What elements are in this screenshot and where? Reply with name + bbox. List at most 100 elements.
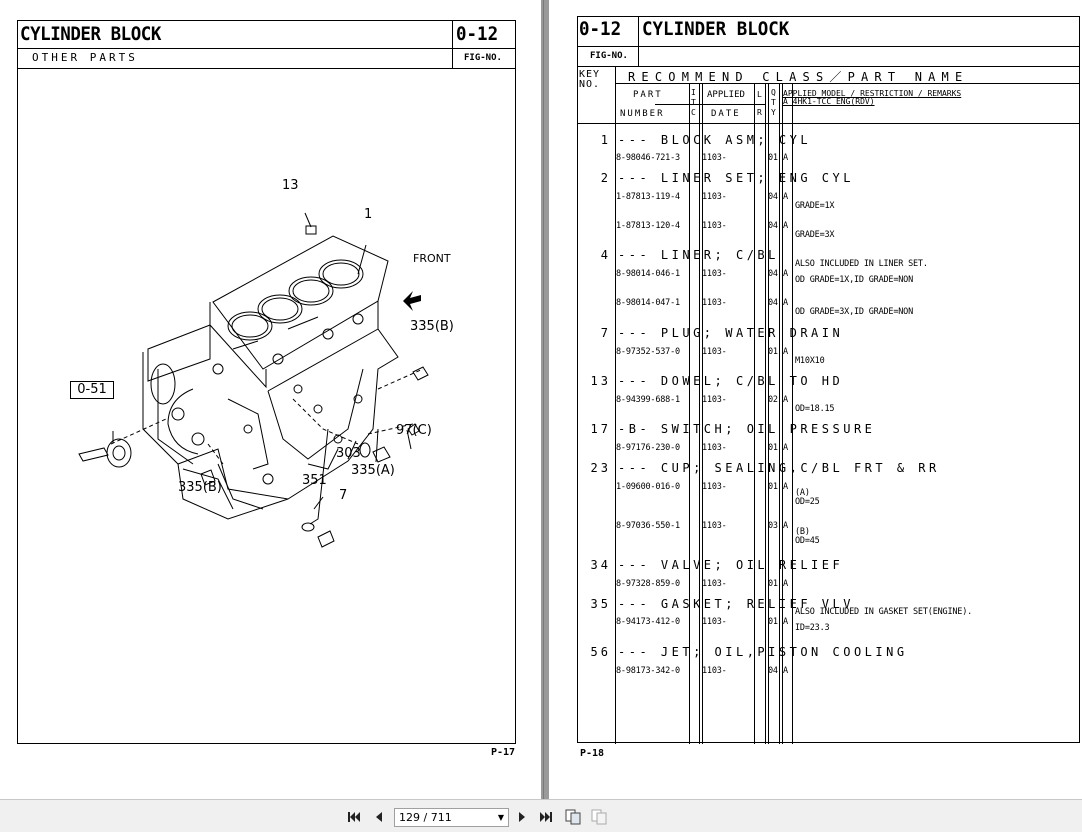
- quantity: 01: [768, 617, 778, 627]
- part-name: --- GASKET; RELIEF VLV: [618, 597, 854, 611]
- applied-date: 1103-: [702, 269, 727, 279]
- remark-text: OD=45: [795, 536, 820, 546]
- callout-335b-bottom: 335(B): [178, 480, 222, 495]
- column-divider: [754, 84, 755, 744]
- quantity: 04: [768, 221, 778, 231]
- model-code: A: [783, 666, 788, 676]
- remark-text: OD=18.15: [795, 404, 835, 414]
- key-number: 23: [590, 461, 611, 475]
- model-code: A: [783, 192, 788, 202]
- page-title: CYLINDER BLOCK: [20, 23, 161, 45]
- applied-date: 1103-: [702, 617, 727, 627]
- header-divider: [18, 48, 515, 49]
- part-number: 8-97176-230-0: [616, 443, 680, 453]
- cylinder-block-diagram: [78, 212, 429, 548]
- number-label: NUMBER: [620, 109, 665, 119]
- applied-date: 1103-: [702, 579, 727, 589]
- column-divider: [702, 84, 703, 744]
- first-page-icon[interactable]: [346, 809, 362, 825]
- quantity: 04: [768, 666, 778, 676]
- column-divider: [615, 66, 616, 744]
- remark-text: M10X10: [795, 356, 825, 366]
- page-number: P-18: [580, 748, 605, 759]
- quantity: 04: [768, 298, 778, 308]
- callout-0-51: 0-51: [70, 381, 114, 399]
- page-subtitle: OTHER PARTS: [32, 51, 138, 64]
- part-number: 8-98046-721-3: [616, 153, 680, 163]
- callout-97c: 97(C): [396, 423, 432, 438]
- right-page-frame: [577, 16, 1080, 743]
- part-name: --- VALVE; OIL RELIEF: [618, 558, 844, 572]
- applied-label: APPLIED: [707, 90, 745, 100]
- key-number: 4: [600, 248, 611, 262]
- applied-date: 1103-: [702, 347, 727, 357]
- model-code: A: [783, 521, 788, 531]
- fig-no-label: FIG-NO.: [464, 53, 502, 63]
- last-page-icon[interactable]: [538, 809, 554, 825]
- remark-text: (A): [795, 488, 810, 498]
- quantity: 03: [768, 521, 778, 531]
- part-name: --- JET; OIL,PISTON COOLING: [618, 645, 908, 659]
- part-number: 8-98014-046-1: [616, 269, 680, 279]
- viewer-toolbar: 129 / 711 ▼: [0, 799, 1082, 832]
- model-code: A: [783, 579, 788, 589]
- part-name: --- LINER SET; ENG CYL: [618, 171, 854, 185]
- next-page-icon[interactable]: [514, 809, 530, 825]
- recommend-class-header: RECOMMEND CLASS／PART NAME: [628, 70, 969, 84]
- page-number-value: 129 / 711: [399, 811, 452, 824]
- figure-number: 0-12: [579, 18, 622, 40]
- key-label: KEY: [579, 69, 601, 80]
- column-divider: [792, 84, 793, 744]
- key-number: 56: [590, 645, 611, 659]
- applied-date: 1103-: [702, 153, 727, 163]
- model-a-label: A 4HK1-TCC ENG(RDV): [783, 97, 875, 106]
- no-label: NO.: [579, 79, 601, 90]
- key-number: 17: [590, 422, 611, 436]
- chevron-down-icon: ▼: [497, 813, 504, 822]
- applied-date: 1103-: [702, 482, 727, 492]
- remark-text: OD=25: [795, 497, 820, 507]
- part-name: --- LINER; C/BL: [618, 248, 779, 262]
- two-page-view-icon[interactable]: [591, 809, 607, 825]
- itc-label-i: I: [691, 88, 696, 97]
- part-name: --- DOWEL; C/BL TO HD: [618, 374, 844, 388]
- r-label: R: [757, 108, 762, 117]
- qty-label-q: Q: [771, 88, 776, 97]
- page-title: CYLINDER BLOCK: [642, 18, 790, 40]
- callout-335b-top: 335(B): [410, 319, 454, 334]
- single-page-view-icon[interactable]: [565, 809, 581, 825]
- page-number-select[interactable]: 129 / 711 ▼: [394, 808, 509, 827]
- key-number: 34: [590, 558, 611, 572]
- model-code: A: [783, 617, 788, 627]
- remark-text: GRADE=1X: [795, 201, 835, 211]
- model-code: A: [783, 443, 788, 453]
- quantity: 01: [768, 579, 778, 589]
- header-divider: [577, 123, 1080, 124]
- key-number: 1: [600, 133, 611, 147]
- model-code: A: [783, 395, 788, 405]
- header-divider: [577, 66, 1080, 67]
- remark-text: ALSO INCLUDED IN LINER SET.: [795, 259, 928, 269]
- part-name: --- BLOCK ASM; CYL: [618, 133, 812, 147]
- header-divider: [452, 21, 453, 68]
- prev-page-icon[interactable]: [371, 809, 387, 825]
- column-divider: [765, 84, 766, 744]
- remark-text: (B): [795, 527, 810, 537]
- l-label: L: [757, 90, 762, 99]
- page-number: P-17: [491, 747, 516, 758]
- model-code: A: [783, 269, 788, 279]
- qty-label-y: Y: [771, 108, 776, 117]
- column-divider: [689, 84, 690, 744]
- date-label: DATE: [711, 109, 741, 119]
- quantity: 01: [768, 153, 778, 163]
- fig-no-label: FIG-NO.: [590, 51, 628, 61]
- applied-date: 1103-: [702, 192, 727, 202]
- model-code: A: [783, 221, 788, 231]
- column-divider: [782, 84, 783, 744]
- header-divider: [18, 68, 515, 69]
- part-number: 8-97352-537-0: [616, 347, 680, 357]
- itc-label-t: T: [691, 98, 696, 107]
- left-page-frame: CYLINDER BLOCK OTHER PARTS 0-12 FIG-NO.: [17, 20, 516, 744]
- part-name: -B- SWITCH; OIL PRESSURE: [618, 422, 876, 436]
- key-number: 7: [600, 326, 611, 340]
